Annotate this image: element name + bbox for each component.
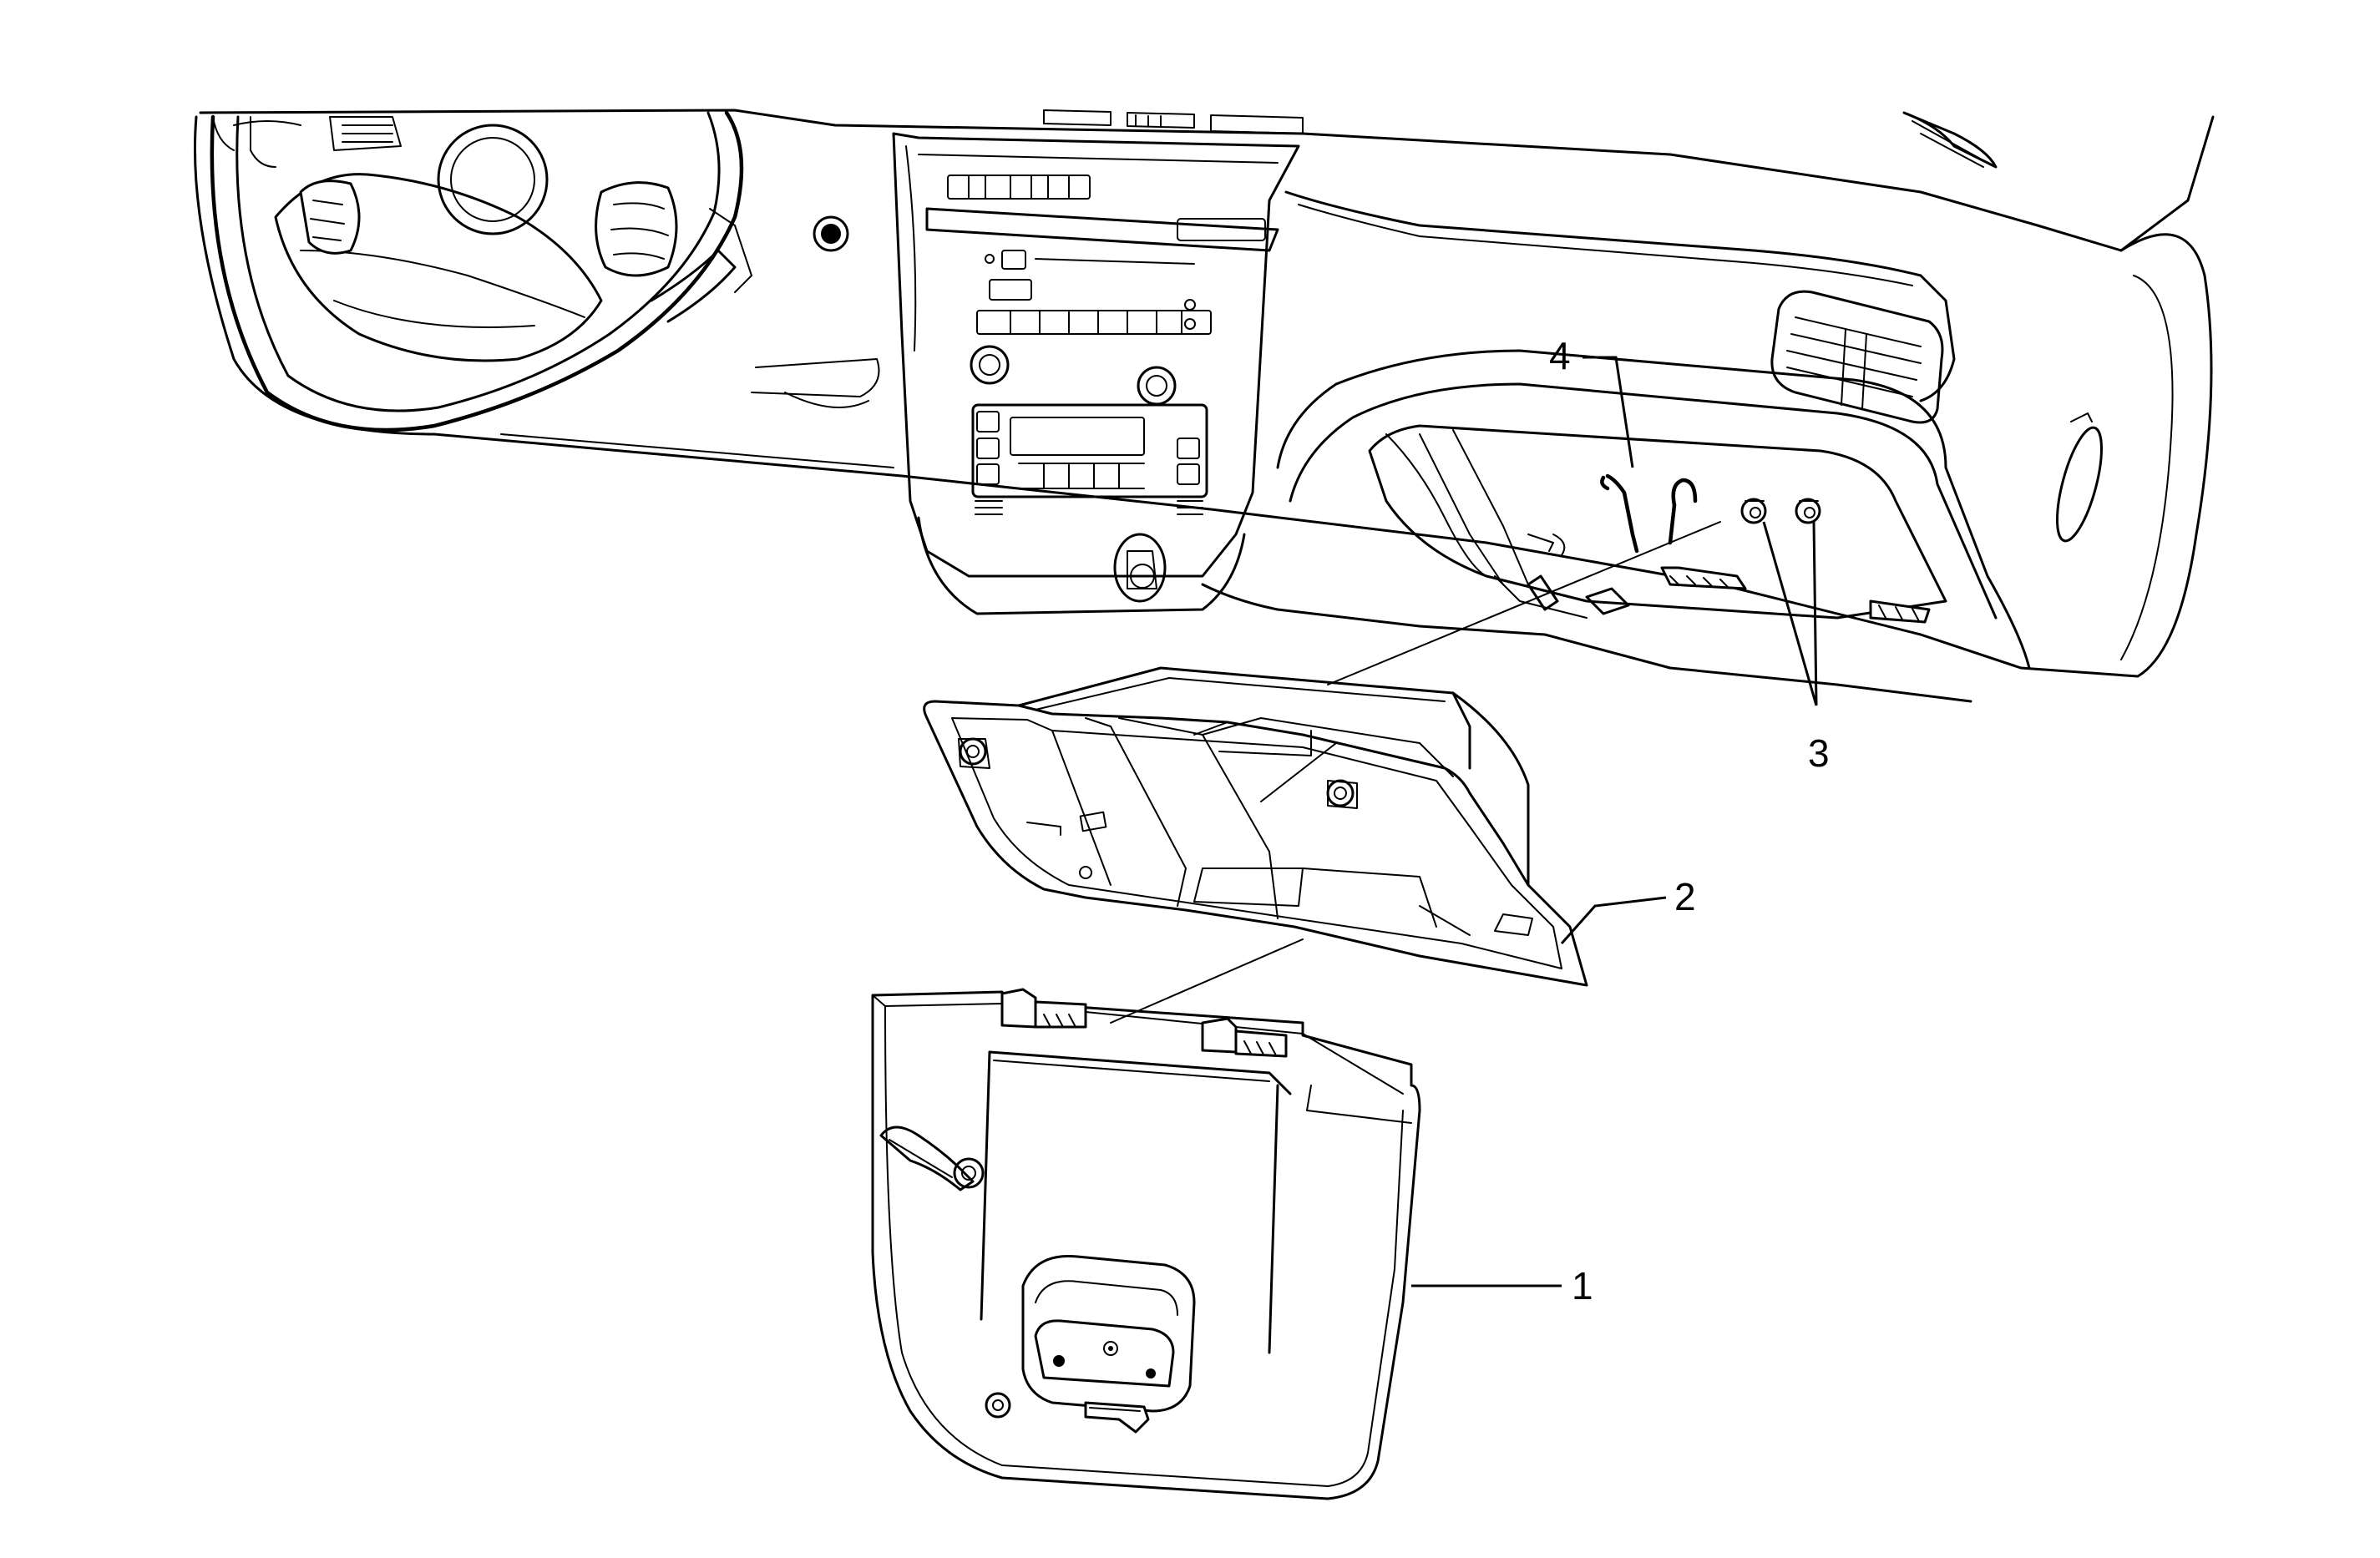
callout-label-3: 3	[1808, 731, 1830, 775]
callout-label-4: 4	[1549, 334, 1571, 377]
steering-wheel	[210, 110, 752, 432]
callout-label-2: 2	[1674, 875, 1696, 918]
passenger-dash	[1201, 190, 2031, 703]
latch-cables	[1600, 473, 1698, 554]
instrument-panel	[193, 109, 2215, 703]
fastener-holes	[1740, 498, 1821, 524]
glove-box-bin	[923, 666, 1588, 987]
callout-labels: 1 2 3 4	[1549, 334, 1830, 1308]
callout-leaders	[1110, 356, 1818, 1287]
glove-box-door	[871, 988, 1421, 1500]
center-stack	[892, 109, 1304, 615]
callout-label-1: 1	[1572, 1264, 1593, 1308]
